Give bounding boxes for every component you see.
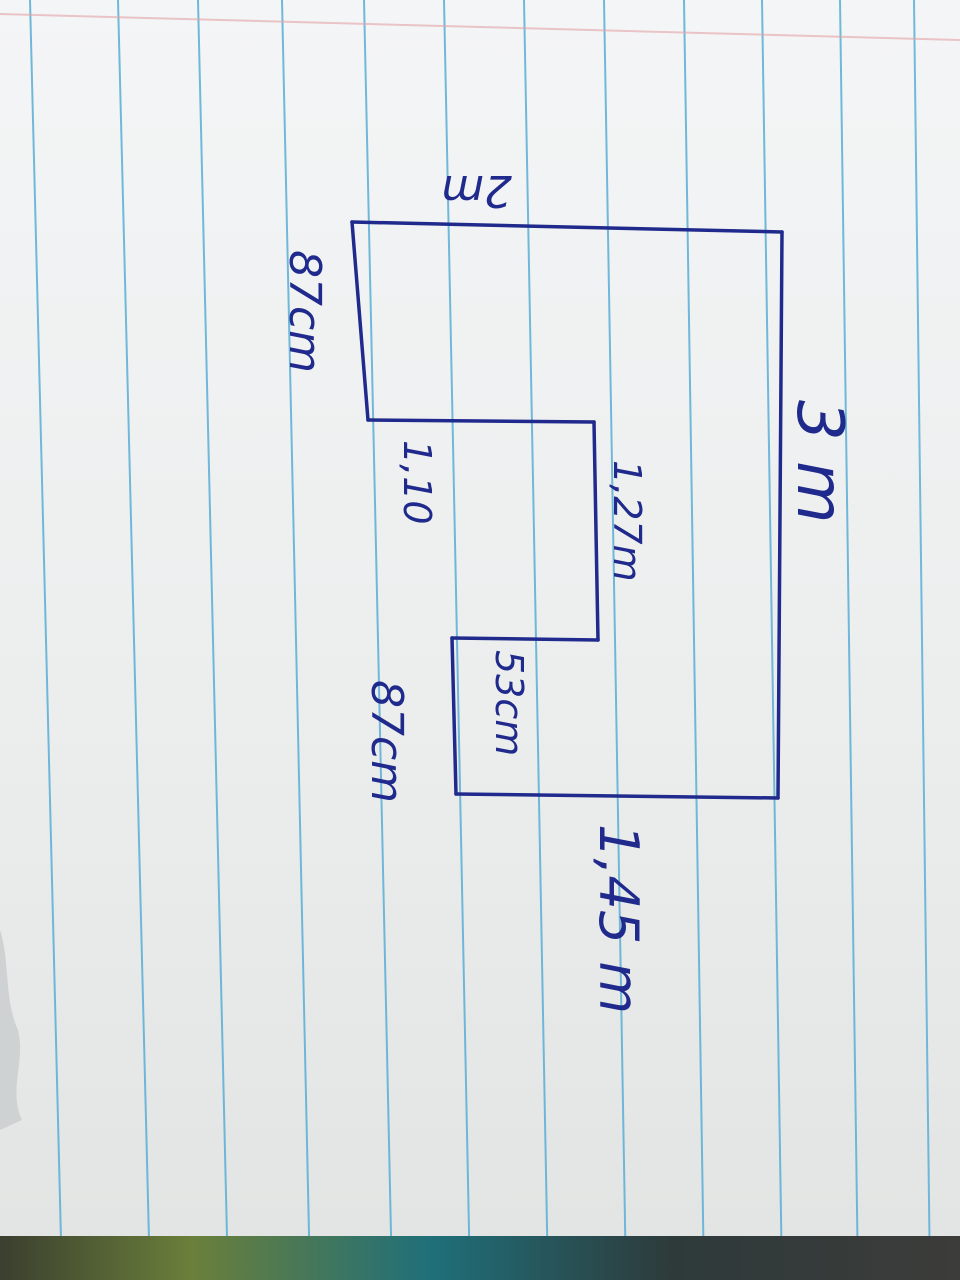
rule-line: [363, 0, 393, 1280]
rule-line: [443, 0, 471, 1280]
rule-line: [117, 0, 151, 1280]
rule-line: [197, 0, 229, 1280]
label-bottom-right: 1,45 m: [587, 824, 650, 1014]
label-inner-height: 1,27m: [605, 460, 649, 582]
outline-upper-left-edge: [350, 220, 370, 422]
rule-line: [913, 0, 931, 1280]
rule-line: [281, 0, 311, 1280]
outline-bottom-edge: [454, 792, 780, 800]
label-bottom-height: 87cm: [361, 680, 412, 803]
background-surface: [0, 1236, 960, 1280]
outline-lower-left-edge: [450, 636, 458, 796]
rule-line: [603, 0, 627, 1280]
outline-right-edge: [776, 230, 784, 800]
label-top-width: 2m: [441, 165, 512, 216]
rule-line: [29, 0, 63, 1280]
outline-top-edge: [350, 220, 784, 234]
outline-step-inner-vertical: [592, 420, 600, 642]
label-inner-step: 1,10: [395, 440, 439, 525]
rule-line: [683, 0, 705, 1280]
margin-line: [0, 13, 960, 41]
label-left-height: 87cm: [279, 250, 330, 373]
rule-line: [839, 0, 859, 1280]
label-small-step: 53cm: [487, 650, 531, 756]
label-right-length: 3 m: [782, 400, 856, 523]
rule-line: [761, 0, 783, 1280]
outline-step-lower: [450, 636, 600, 642]
outline-step-upper: [366, 418, 596, 424]
